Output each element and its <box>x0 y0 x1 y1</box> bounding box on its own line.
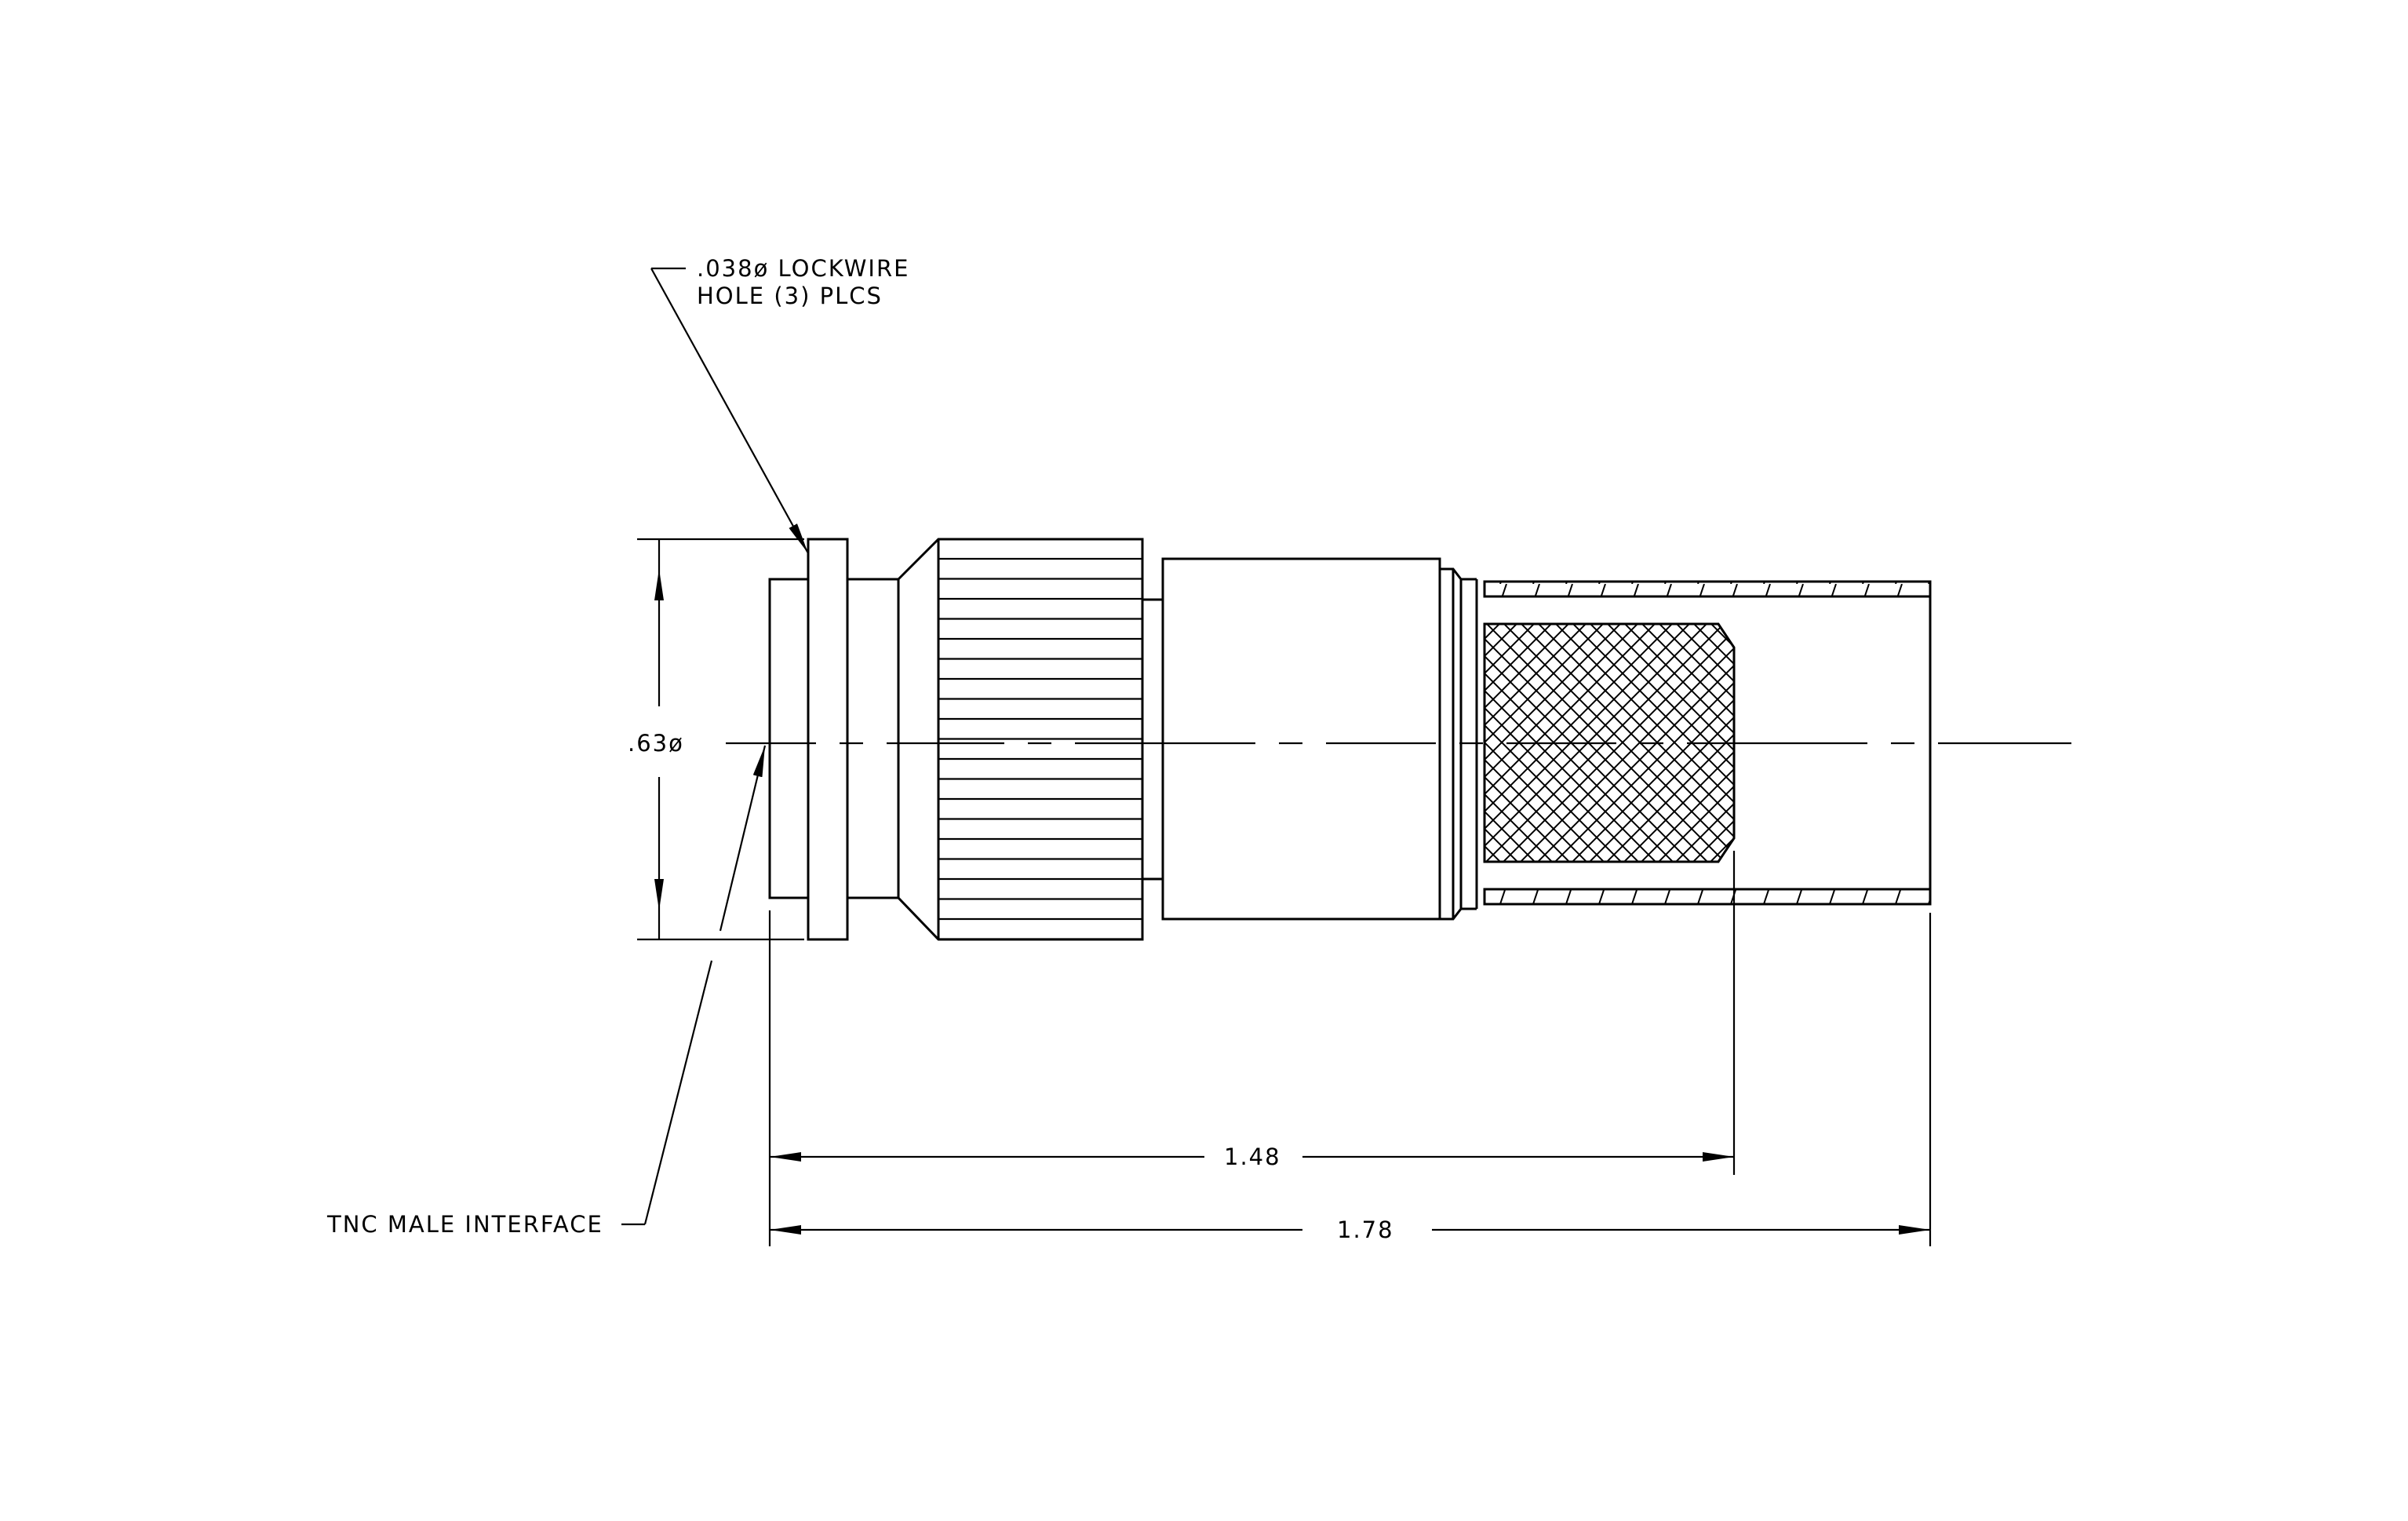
lockwire-label-line2: HOLE (3) PLCS <box>697 283 883 309</box>
neck <box>846 578 900 899</box>
lockwire-label-line1: .038ø LOCKWIRE <box>697 255 909 282</box>
interface-lip <box>768 578 810 899</box>
collar <box>1141 598 1164 881</box>
coupling-flange <box>807 538 849 941</box>
knurled-nut <box>897 538 1144 941</box>
diameter-label: .63ø <box>628 730 684 757</box>
diameter-dimension <box>637 538 804 941</box>
interface-leader <box>621 745 767 1226</box>
interface-label: TNC MALE INTERFACE <box>326 1211 603 1238</box>
crimp-rings <box>1438 567 1478 921</box>
dimension-1-48-label: 1.48 <box>1224 1143 1281 1170</box>
cable-jacket <box>1483 580 1932 906</box>
dimension-1-78-label: 1.78 <box>1337 1216 1394 1243</box>
lockwire-leader <box>650 267 809 554</box>
main-body <box>1161 557 1441 921</box>
cable-braid <box>1483 622 1736 863</box>
